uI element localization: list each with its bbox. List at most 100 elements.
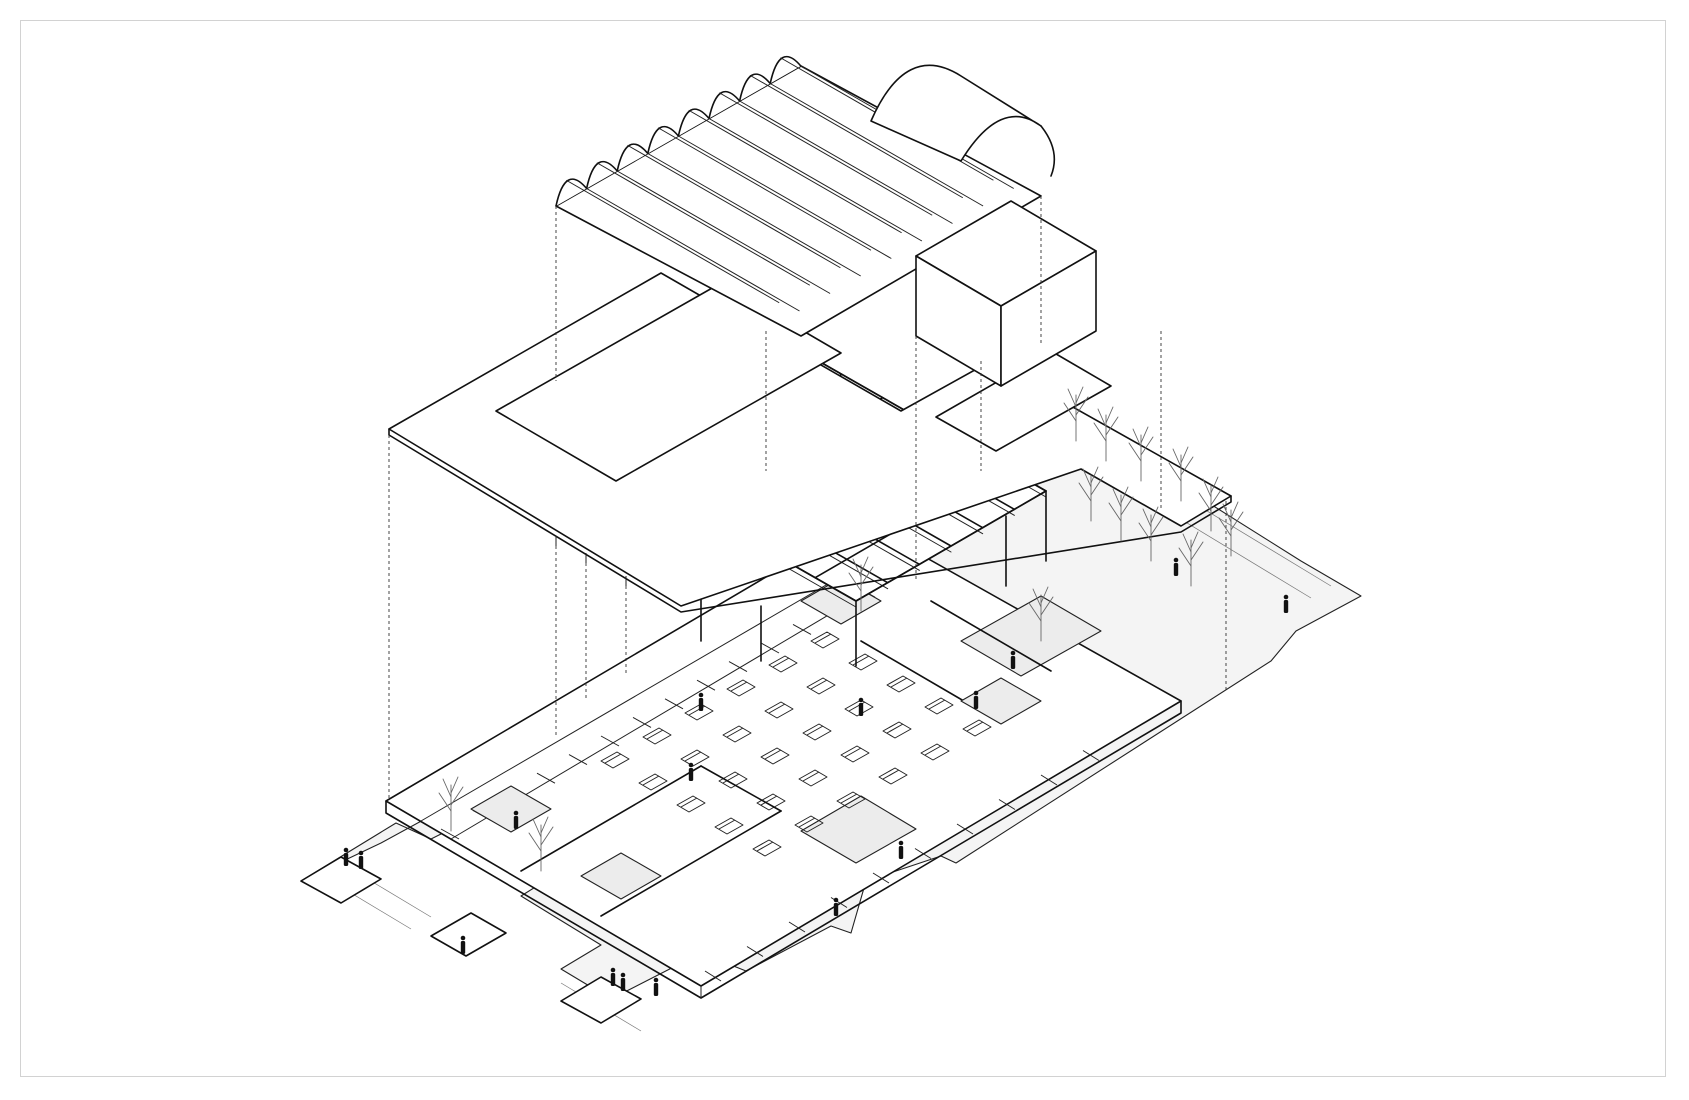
drawing-frame — [20, 20, 1666, 1077]
partition-wall — [1082, 750, 1100, 761]
tree-icon — [1218, 501, 1244, 557]
partition-wall — [914, 848, 932, 859]
desk-divider — [928, 699, 946, 710]
vault-ridge — [627, 144, 841, 269]
desk-divider — [810, 679, 828, 690]
tree-icon — [1178, 531, 1204, 587]
vault-valley — [678, 135, 892, 259]
tree-icon — [1078, 466, 1104, 522]
partition-wall — [632, 716, 652, 728]
desk-cluster — [810, 631, 840, 649]
desk-cluster — [802, 723, 832, 741]
vault-arch-large — [870, 64, 1042, 162]
desk-cluster — [638, 773, 668, 791]
desk-divider — [844, 747, 862, 758]
vault-valley — [739, 100, 953, 224]
partition-wall — [728, 661, 748, 673]
desk-cluster — [726, 679, 756, 697]
desk-cluster — [764, 701, 794, 719]
vault-end — [1040, 125, 1056, 177]
desk-cluster — [714, 817, 744, 835]
desk-divider — [718, 819, 736, 830]
desk-cluster — [878, 767, 908, 785]
vault-arch — [647, 125, 680, 154]
person-icon — [358, 850, 364, 869]
vault-ridge — [566, 179, 780, 304]
vault-arch — [555, 178, 588, 207]
desk-divider — [680, 797, 698, 808]
tree-icon — [438, 776, 464, 832]
desk-cluster — [806, 677, 836, 695]
desk-divider — [966, 721, 984, 732]
partition-wall — [788, 921, 806, 933]
person-icon — [858, 697, 864, 716]
desk-cluster — [882, 721, 912, 739]
tree-icon — [1063, 386, 1089, 442]
partition-wall — [998, 799, 1016, 810]
desk-divider — [722, 773, 740, 784]
desk-cluster — [756, 793, 786, 811]
person-icon — [513, 810, 519, 829]
tree-icon — [1138, 506, 1164, 562]
person-icon — [653, 977, 659, 996]
vault-valley — [586, 188, 800, 312]
desk-cluster — [836, 791, 866, 809]
vault-valley — [708, 118, 923, 242]
desk-cluster — [962, 719, 992, 737]
tree-icon — [1128, 426, 1154, 482]
partition-wall — [956, 823, 974, 835]
desk-cluster — [642, 727, 672, 745]
desk-divider — [760, 795, 778, 806]
partition-wall — [440, 828, 460, 840]
desk-divider — [604, 753, 622, 764]
desk-cluster — [752, 839, 782, 857]
person-icon — [1173, 557, 1179, 576]
vault-ridge — [657, 127, 872, 251]
person-icon — [1283, 594, 1289, 613]
projection-lines — [388, 196, 1227, 801]
desk-divider — [642, 775, 660, 786]
person-icon — [688, 762, 694, 781]
partition-wall — [696, 679, 716, 691]
desk-cluster — [676, 795, 706, 813]
partition-wall — [830, 897, 848, 908]
desk-cluster — [760, 747, 790, 765]
person-icon — [460, 935, 466, 954]
desk-cluster — [924, 697, 954, 715]
beam — [855, 490, 1047, 602]
desk-divider — [798, 817, 816, 828]
desk-divider — [646, 729, 664, 740]
desk-cluster — [798, 769, 828, 787]
tree-icon — [848, 556, 874, 612]
desk-cluster — [920, 743, 950, 761]
person-icon — [343, 847, 349, 866]
partition-wall — [600, 735, 620, 747]
desk-cluster — [600, 751, 630, 769]
person-icon — [898, 840, 904, 859]
tree-icon — [1093, 406, 1119, 462]
desk-divider — [814, 633, 832, 644]
exploded-axonometric-drawing — [300, 55, 1362, 1032]
desk-divider — [684, 751, 702, 762]
desk-divider — [924, 745, 942, 756]
vault-ridge — [688, 109, 902, 234]
desk-cluster — [722, 725, 752, 743]
barrel-vault-roof — [555, 55, 1056, 337]
tree-icon — [1198, 476, 1224, 532]
desk-divider — [882, 769, 900, 780]
vault-valley — [769, 83, 984, 207]
partition-wall — [568, 754, 588, 766]
tree-icon — [1168, 446, 1194, 502]
person-icon — [610, 967, 616, 986]
desk-divider — [886, 723, 904, 734]
desk-cluster — [768, 655, 798, 673]
vault-arch — [708, 90, 741, 119]
vault-ridge — [719, 92, 933, 216]
partition-wall — [664, 698, 684, 710]
desk-divider — [726, 727, 744, 738]
tree-icon — [1108, 486, 1134, 542]
desk-divider — [890, 677, 908, 688]
desk-divider — [772, 657, 790, 668]
person-icon — [973, 690, 979, 709]
desk-cluster — [794, 815, 824, 833]
